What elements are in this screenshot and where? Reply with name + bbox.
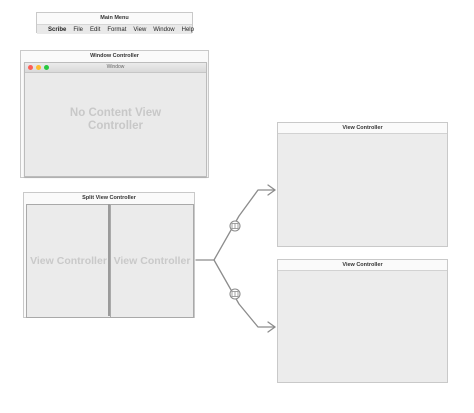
main-menu-title: Main Menu bbox=[100, 15, 129, 21]
split-pane-right-label: View Controller bbox=[113, 255, 191, 267]
menu-item-app[interactable]: Scribe bbox=[48, 26, 67, 33]
view-controller-scene-top[interactable]: View Controller bbox=[277, 122, 448, 247]
segue-line-bottom[interactable] bbox=[213, 259, 276, 328]
view-controller-scene-bottom[interactable]: View Controller bbox=[277, 259, 448, 383]
menu-item-file[interactable]: File bbox=[73, 26, 84, 33]
main-menu-scene[interactable]: Main Menu Scribe File Edit Format View W… bbox=[36, 12, 194, 34]
placeholder-line-2: Controller bbox=[88, 120, 143, 132]
menu-item-help[interactable]: Help bbox=[181, 26, 194, 33]
placeholder-line-1: No Content View bbox=[69, 107, 162, 119]
menu-item-edit[interactable]: Edit bbox=[90, 26, 101, 33]
window[interactable]: Window No Content View Controller bbox=[24, 62, 207, 177]
window-controller-scene[interactable]: Window Controller Window No Content View… bbox=[20, 50, 209, 178]
menu-item-view[interactable]: View bbox=[133, 26, 147, 33]
menu-item-window[interactable]: Window bbox=[153, 26, 175, 33]
window-title: Window bbox=[106, 64, 125, 70]
split-item-relationship-icon[interactable] bbox=[229, 288, 241, 300]
split-view-controller-title: Split View Controller bbox=[82, 195, 136, 201]
split-pane-right[interactable]: View Controller bbox=[110, 204, 194, 318]
split-item-relationship-icon[interactable] bbox=[229, 220, 241, 232]
view-controller-bottom-title: View Controller bbox=[342, 262, 383, 268]
split-view-controller-scene[interactable]: Split View Controller View Controller Vi… bbox=[23, 192, 195, 318]
segue-arrowhead-top bbox=[267, 184, 276, 196]
menu-bar: Scribe File Edit Format View Window Help bbox=[37, 24, 194, 34]
zoom-icon[interactable] bbox=[44, 65, 49, 70]
minimize-icon[interactable] bbox=[36, 65, 41, 70]
view-controller-bottom-view[interactable] bbox=[278, 270, 447, 382]
segue-line-top[interactable] bbox=[195, 189, 276, 261]
split-divider[interactable] bbox=[108, 204, 110, 316]
view-controller-top-view[interactable] bbox=[278, 133, 447, 246]
split-pane-left-label: View Controller bbox=[30, 255, 107, 267]
close-icon[interactable] bbox=[28, 65, 33, 70]
segue-arrowhead-bottom bbox=[267, 321, 276, 333]
window-titlebar[interactable]: Window bbox=[25, 63, 206, 73]
window-controller-title: Window Controller bbox=[90, 53, 139, 59]
no-content-placeholder: No Content View Controller bbox=[25, 107, 206, 133]
view-controller-top-title: View Controller bbox=[342, 125, 383, 131]
menu-item-format[interactable]: Format bbox=[107, 26, 127, 33]
